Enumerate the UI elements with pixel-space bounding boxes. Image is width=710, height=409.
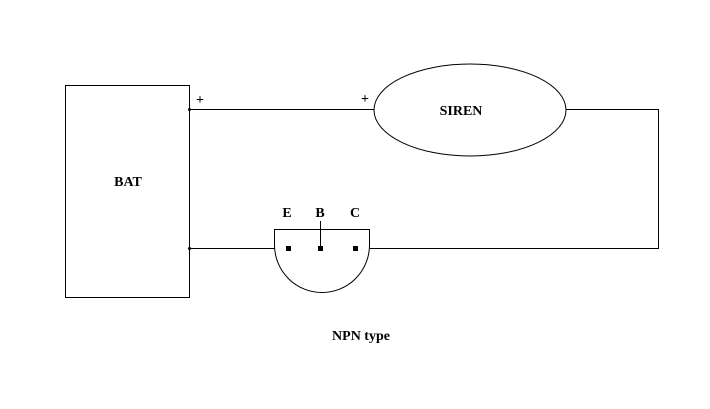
transistor-type-caption: NPN type [332, 329, 390, 344]
siren-plus-sign: + [361, 92, 369, 107]
battery-plus-sign: + [196, 93, 204, 108]
emitter-label: E [282, 206, 291, 221]
transistor-base-pin [318, 246, 323, 251]
wire-siren-to-collector [370, 109, 659, 249]
collector-label: C [350, 206, 360, 221]
transistor-collector-pin [353, 246, 358, 251]
transistor-body [274, 229, 370, 293]
siren-label: SIREN [440, 104, 483, 119]
battery-box [65, 85, 190, 298]
transistor-emitter-pin [286, 246, 291, 251]
battery-label: BAT [114, 175, 142, 190]
base-label: B [315, 206, 324, 221]
